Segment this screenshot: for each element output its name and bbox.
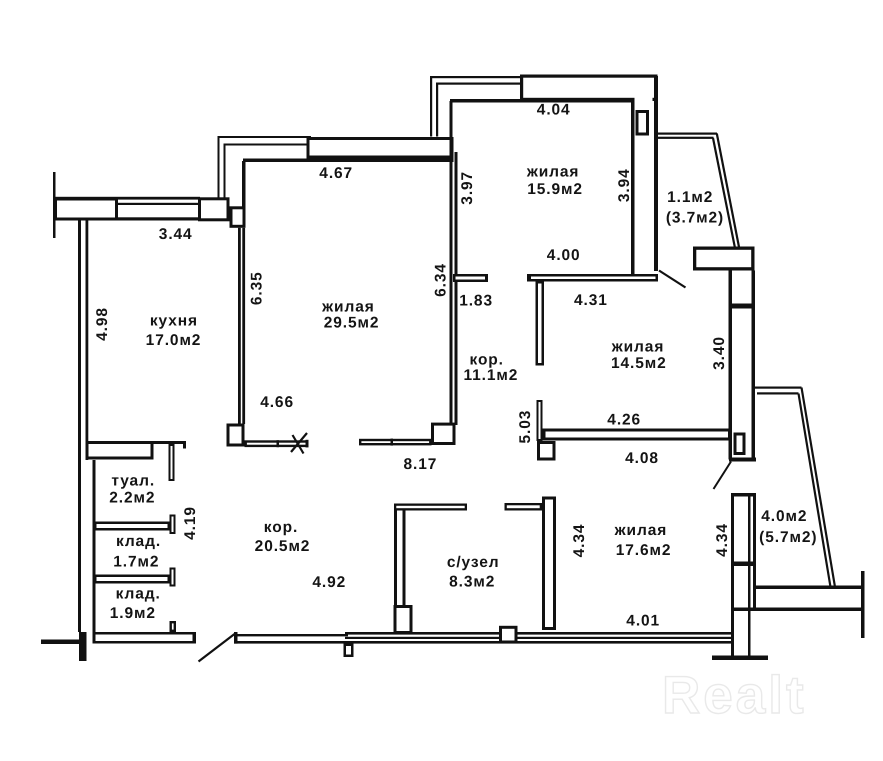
svg-text:(3.7м2): (3.7м2) — [666, 210, 724, 227]
svg-text:29.5м2: 29.5м2 — [324, 315, 380, 332]
svg-text:8.17: 8.17 — [404, 456, 438, 473]
svg-text:20.5м2: 20.5м2 — [255, 538, 311, 555]
svg-text:4.0м2: 4.0м2 — [761, 508, 807, 525]
svg-text:17.6м2: 17.6м2 — [616, 542, 672, 559]
svg-text:Realt: Realt — [662, 666, 807, 725]
svg-text:6.34: 6.34 — [433, 263, 450, 297]
svg-text:15.9м2: 15.9м2 — [527, 181, 583, 198]
svg-text:4.01: 4.01 — [626, 613, 660, 630]
svg-text:жилая: жилая — [321, 298, 375, 315]
svg-text:4.04: 4.04 — [537, 102, 571, 119]
svg-text:3.97: 3.97 — [459, 171, 476, 205]
svg-text:с/узел: с/узел — [447, 554, 500, 571]
svg-text:3.94: 3.94 — [616, 168, 633, 202]
svg-text:4.66: 4.66 — [260, 394, 294, 411]
svg-text:5.03: 5.03 — [517, 410, 534, 444]
svg-text:4.08: 4.08 — [625, 450, 659, 467]
svg-text:2.2м2: 2.2м2 — [109, 490, 155, 507]
svg-text:4.00: 4.00 — [547, 247, 581, 264]
svg-text:1.7м2: 1.7м2 — [113, 553, 159, 570]
svg-text:14.5м2: 14.5м2 — [611, 355, 667, 372]
svg-text:4.67: 4.67 — [319, 165, 353, 182]
svg-text:6.35: 6.35 — [248, 271, 265, 305]
svg-text:жилая: жилая — [611, 338, 665, 355]
svg-text:кухня: кухня — [150, 313, 198, 330]
svg-text:клад.: клад. — [116, 533, 161, 550]
svg-text:4.98: 4.98 — [94, 307, 111, 341]
svg-text:3.44: 3.44 — [159, 226, 193, 243]
svg-text:жилая: жилая — [526, 164, 580, 181]
svg-text:1.83: 1.83 — [459, 292, 493, 309]
svg-text:4.92: 4.92 — [312, 574, 346, 591]
svg-text:11.1м2: 11.1м2 — [463, 367, 518, 384]
svg-text:1.9м2: 1.9м2 — [110, 605, 156, 622]
svg-text:(5.7м2): (5.7м2) — [759, 529, 817, 546]
svg-text:4.34: 4.34 — [714, 523, 731, 557]
svg-text:4.26: 4.26 — [607, 412, 641, 429]
svg-text:кор.: кор. — [264, 519, 298, 536]
svg-text:8.3м2: 8.3м2 — [449, 574, 495, 591]
svg-text:жилая: жилая — [614, 522, 668, 539]
svg-text:3.40: 3.40 — [711, 336, 728, 370]
svg-text:17.0м2: 17.0м2 — [146, 332, 202, 349]
svg-text:1.1м2: 1.1м2 — [667, 189, 713, 206]
svg-text:4.31: 4.31 — [574, 292, 608, 309]
svg-text:4.34: 4.34 — [571, 524, 588, 558]
svg-text:туал.: туал. — [111, 473, 155, 490]
svg-text:4.19: 4.19 — [182, 506, 199, 540]
svg-text:клад.: клад. — [116, 586, 161, 603]
svg-text:кор.: кор. — [469, 351, 503, 368]
